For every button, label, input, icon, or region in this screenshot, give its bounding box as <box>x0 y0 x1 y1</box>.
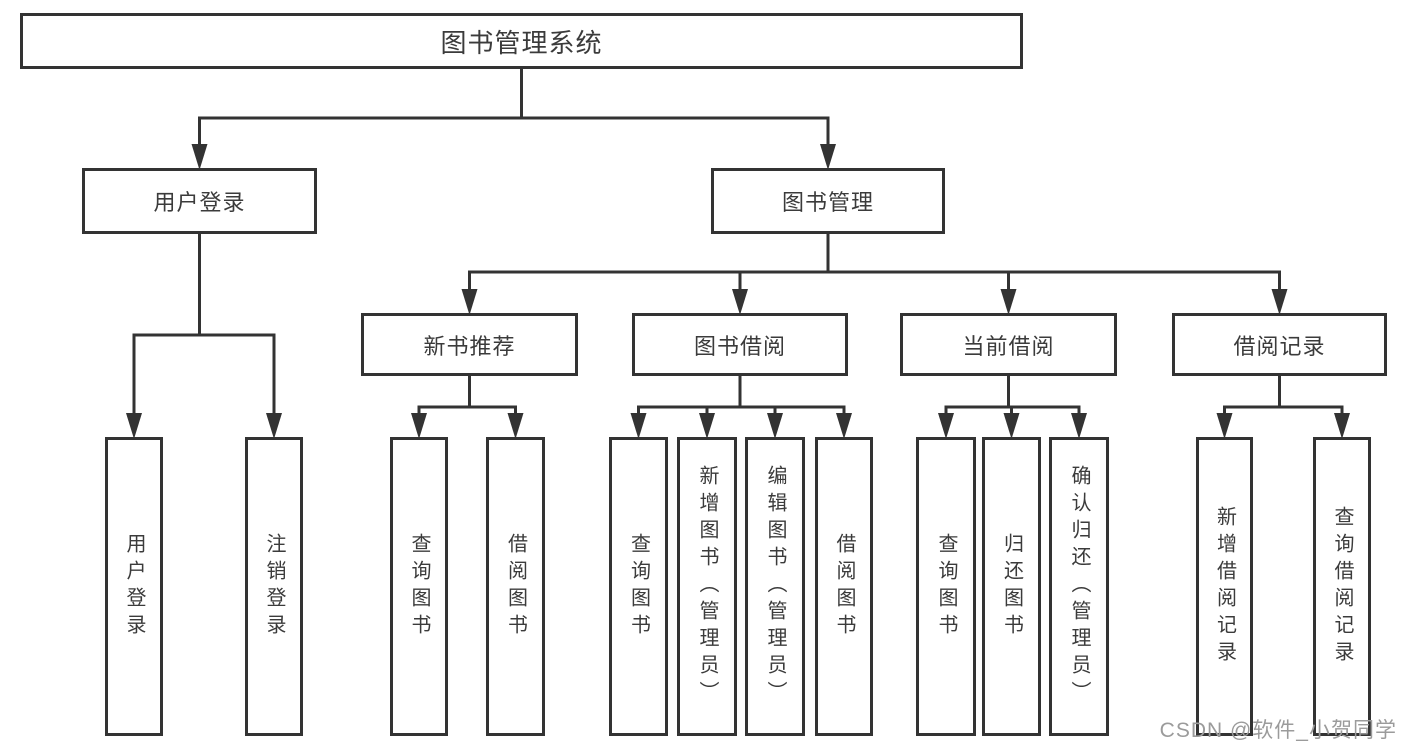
arrow-down-icon <box>732 289 748 315</box>
arrow-down-icon <box>1216 413 1233 439</box>
node-cb-query-books: 查询图书 <box>916 437 976 736</box>
arrow-down-icon <box>191 144 208 170</box>
node-library-system: 图书管理系统 <box>20 13 1023 69</box>
node-label: 用户登录 <box>153 190 246 215</box>
node-bb-add-books: 新增图书（管理员） <box>677 437 737 736</box>
arrow-down-icon <box>461 289 478 315</box>
node-nbr-borrow-books: 借阅图书 <box>486 437 545 736</box>
node-br-add-record: 新增借阅记录 <box>1196 437 1253 736</box>
node-book-management: 图书管理 <box>711 168 945 234</box>
node-bb-query-books: 查询图书 <box>609 437 668 736</box>
node-label: 新增借阅记录 <box>1213 505 1236 668</box>
node-label: 新书推荐 <box>423 333 516 359</box>
node-label: 注销登录 <box>263 532 285 641</box>
node-bb-edit-books: 编辑图书（管理员） <box>745 437 805 736</box>
node-logout-action: 注销登录 <box>245 437 303 736</box>
node-label: 归还图书 <box>1000 532 1023 641</box>
node-label: 确认归还（管理员） <box>1068 465 1090 708</box>
node-label: 借阅图书 <box>504 532 527 641</box>
node-label: 编辑图书（管理员） <box>764 465 786 708</box>
arrow-down-icon <box>1071 413 1087 439</box>
node-current-borrowing: 当前借阅 <box>900 313 1117 376</box>
arrow-down-icon <box>820 144 836 170</box>
node-user-login-action: 用户登录 <box>105 437 163 736</box>
node-label: 图书管理系统 <box>440 27 603 58</box>
arrow-down-icon <box>699 413 715 439</box>
arrow-down-icon <box>266 413 282 439</box>
node-label: 查询图书 <box>935 532 957 641</box>
node-new-book-recommend: 新书推荐 <box>361 313 578 376</box>
node-label: 借阅图书 <box>833 532 855 641</box>
node-label: 图书借阅 <box>693 333 786 359</box>
node-cb-return-books: 归还图书 <box>982 437 1041 736</box>
arrow-down-icon <box>630 413 647 439</box>
node-label: 查询图书 <box>627 532 650 641</box>
arrow-down-icon <box>126 413 142 439</box>
node-cb-confirm-return: 确认归还（管理员） <box>1049 437 1109 736</box>
node-nbr-query-books: 查询图书 <box>390 437 448 736</box>
node-label: 当前借阅 <box>962 333 1055 359</box>
watermark: CSDN @软件_小贺同学 <box>1159 719 1397 742</box>
node-borrowing-records: 借阅记录 <box>1172 313 1387 376</box>
arrow-down-icon <box>507 413 524 439</box>
arrow-down-icon <box>1334 413 1350 439</box>
arrow-down-icon <box>1271 289 1288 315</box>
arrow-down-icon <box>767 413 783 439</box>
arrow-down-icon <box>938 413 954 439</box>
node-label: 新增图书（管理员） <box>696 465 718 708</box>
node-label: 查询借阅记录 <box>1331 505 1353 668</box>
arrow-down-icon <box>1000 289 1017 315</box>
node-label: 用户登录 <box>123 532 145 641</box>
node-label: 借阅记录 <box>1233 333 1326 359</box>
node-user-login: 用户登录 <box>82 168 317 234</box>
node-label: 查询图书 <box>408 532 430 641</box>
arrow-down-icon <box>411 413 427 439</box>
node-label: 图书管理 <box>781 190 874 215</box>
arrow-down-icon <box>836 413 852 439</box>
node-br-query-record: 查询借阅记录 <box>1313 437 1371 736</box>
node-book-borrowing: 图书借阅 <box>632 313 848 376</box>
arrow-down-icon <box>1003 413 1020 439</box>
node-bb-borrow-books: 借阅图书 <box>815 437 873 736</box>
